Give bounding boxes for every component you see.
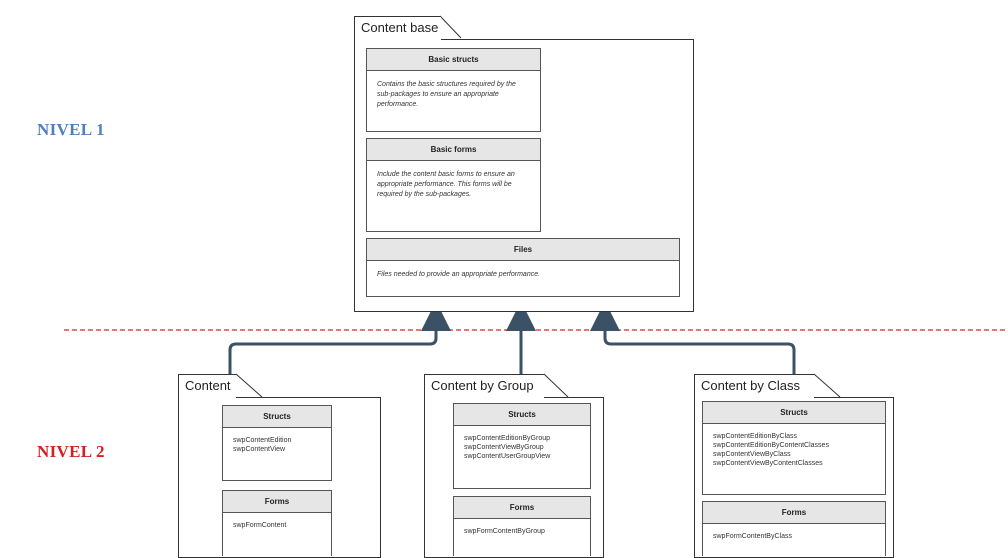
database-label-2: swpViewContent [580,163,660,174]
package-tab: Content by Group [424,374,544,398]
package-title: Content by Class [701,378,800,393]
class-forms-box[interactable]: Forms swpFormContentByClass [702,501,886,556]
files-box[interactable]: Files Files needed to provide an appropr… [366,238,680,297]
arrow-content-to-base [228,301,451,374]
level-1-label: NIVEL 1 [37,120,105,139]
content-structs-box[interactable]: Structs swpContentEdition swpContentView [222,405,332,481]
package-tab: Content base [354,16,441,40]
form-list: swpFormContentByGroup [454,519,590,536]
box-description: Files needed to provide an appropriate p… [377,271,541,278]
box-header: Forms [703,502,885,524]
box-description: Contains the basic structures required b… [377,81,516,108]
struct-item: swpContentEditionByClass [713,433,798,440]
box-header: Forms [454,497,590,519]
struct-list: swpContentEditionByGroup swpContentViewB… [454,426,590,461]
struct-item: swpContentEditionByContentClasses [713,442,829,449]
box-description: Include the content basic forms to ensur… [377,171,515,198]
box-header: Files [367,239,679,261]
struct-item: swpContentEditionByGroup [464,435,550,442]
content-forms-box[interactable]: Forms swpFormContent [222,490,332,556]
struct-list: swpContentEdition swpContentView [223,428,331,454]
basic-structs-box[interactable]: Basic structs Contains the basic structu… [366,48,541,132]
package-title: Content [185,378,231,393]
package-tab: Content by Class [694,374,814,398]
form-list: swpFormContentByClass [703,524,885,541]
form-item: swpFormContent [233,522,287,529]
struct-item: swpContentView [233,446,286,453]
form-item: swpFormContentByClass [713,533,792,540]
arrow-class-to-base [590,301,796,374]
struct-item: swpContentViewByGroup [464,444,544,451]
form-item: swpFormContentByGroup [464,528,545,535]
class-structs-box[interactable]: Structs swpContentEditionByClass swpCont… [702,401,886,495]
basic-forms-box[interactable]: Basic forms Include the content basic fo… [366,138,541,232]
struct-item: swpContentViewByContentClasses [713,460,823,467]
package-tab: Content [178,374,236,398]
box-header: Structs [703,402,885,424]
box-header: Structs [223,406,331,428]
group-structs-box[interactable]: Structs swpContentEditionByGroup swpCont… [453,403,591,489]
box-header: Forms [223,491,331,513]
struct-item: swpContentUserGroupView [464,453,551,460]
box-header: Basic structs [367,49,540,71]
form-list: swpFormContent [223,513,331,530]
box-header: Structs [454,404,590,426]
struct-item: swpContentViewByClass [713,451,791,458]
struct-list: swpContentEditionByClass swpContentEditi… [703,424,885,468]
package-title: Content base [361,20,439,35]
group-forms-box[interactable]: Forms swpFormContentByGroup [453,496,591,556]
package-title: Content by Group [431,378,534,393]
struct-item: swpContentEdition [233,437,292,444]
database-label-1: swpTableContent [578,150,662,161]
level-2-label: NIVEL 2 [37,442,105,461]
box-header: Basic forms [367,139,540,161]
